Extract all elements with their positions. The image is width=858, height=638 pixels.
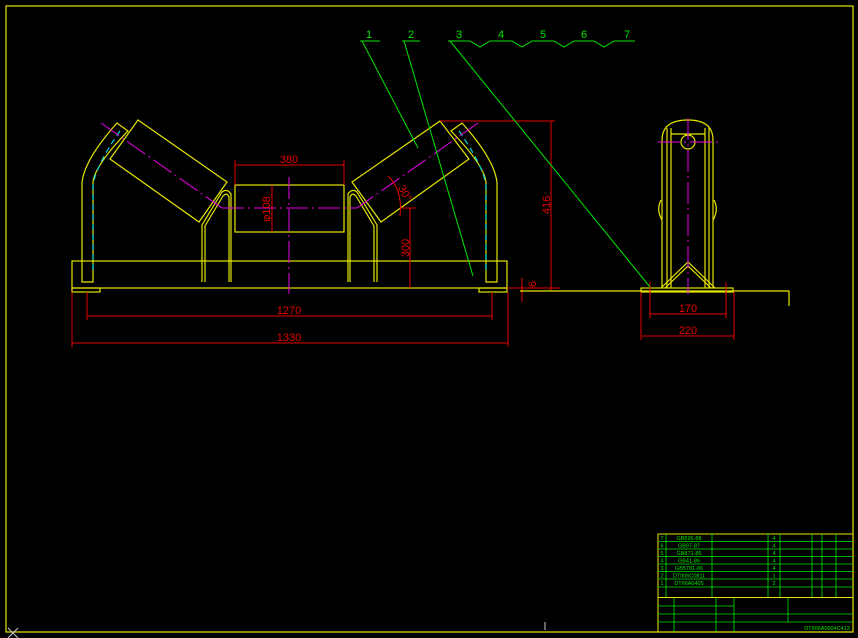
corner-cross-icon [7, 627, 19, 638]
dim-roller-length: 380 [280, 154, 298, 166]
balloon-1: 1 [366, 29, 372, 41]
balloon-7: 7 [624, 29, 630, 41]
left-inner-bracket [201, 189, 232, 282]
left-side-bracket [81, 122, 129, 283]
part-no: 1 [660, 581, 663, 587]
balloon-6: 6 [581, 29, 587, 41]
dim-side-hole-spacing: 170 [679, 303, 697, 315]
left-wing-roller [109, 119, 228, 223]
part-no: 3 [660, 566, 663, 572]
part-qty: 4 [772, 566, 775, 572]
left-foot [71, 287, 101, 293]
side-base [640, 287, 734, 293]
dim-side-width: 220 [679, 325, 697, 337]
balloon-2: 2 [408, 29, 414, 41]
ground-line [520, 290, 790, 306]
part-code: GB97-87 [678, 544, 700, 550]
right-wing-roller [351, 120, 470, 223]
dim-center-height: 300 [400, 239, 412, 257]
part-code: DTII06C0811 [673, 574, 705, 580]
part-qty: 4 [772, 559, 775, 565]
left-roller-axis [100, 122, 223, 209]
front-view [71, 119, 508, 294]
part-no: 5 [660, 551, 663, 557]
part-no: 7 [660, 536, 663, 542]
balloon-4: 4 [498, 29, 504, 41]
dim-roller-diameter: φ108 [261, 196, 273, 222]
balloon-5: 5 [540, 29, 546, 41]
drawing-number: DTII06A0604C413 [804, 626, 850, 632]
part-qty: 1 [772, 574, 775, 580]
right-inner-bracket [347, 189, 378, 282]
side-bulges [658, 199, 717, 221]
front-dimensions: 380 φ108 30° 300 416 6 1270 1330 [71, 120, 560, 347]
right-hidden-line [456, 127, 487, 270]
part-no: 6 [660, 544, 663, 550]
drawing-border [5, 5, 854, 633]
right-foot [478, 287, 508, 293]
part-code: GB5781-86 [675, 566, 703, 572]
part-qty: 4 [772, 551, 775, 557]
part-code: DTII6A0405 [674, 581, 703, 587]
dim-overall-length: 1330 [277, 332, 301, 344]
part-code: GB41-86 [678, 559, 700, 565]
balloon-3: 3 [456, 29, 462, 41]
left-hidden-line [92, 127, 123, 270]
dim-base-thickness: 6 [527, 281, 539, 287]
part-code: GB871-85 [676, 551, 701, 557]
part-qty: 4 [772, 544, 775, 550]
part-code: GB895-88 [676, 536, 701, 542]
part-qty: 4 [772, 536, 775, 542]
part-no: 2 [660, 574, 663, 580]
side-posts [666, 128, 710, 288]
right-side-bracket [450, 122, 498, 283]
side-view: 170 220 [520, 118, 790, 340]
part-qty: 2 [772, 581, 775, 587]
dim-hole-spacing: 1270 [277, 305, 301, 317]
dim-total-height: 416 [541, 196, 553, 214]
right-roller-axis [356, 122, 479, 209]
part-leaders: 1 2 3 4 5 6 7 [360, 29, 651, 288]
part-no: 4 [660, 559, 663, 565]
